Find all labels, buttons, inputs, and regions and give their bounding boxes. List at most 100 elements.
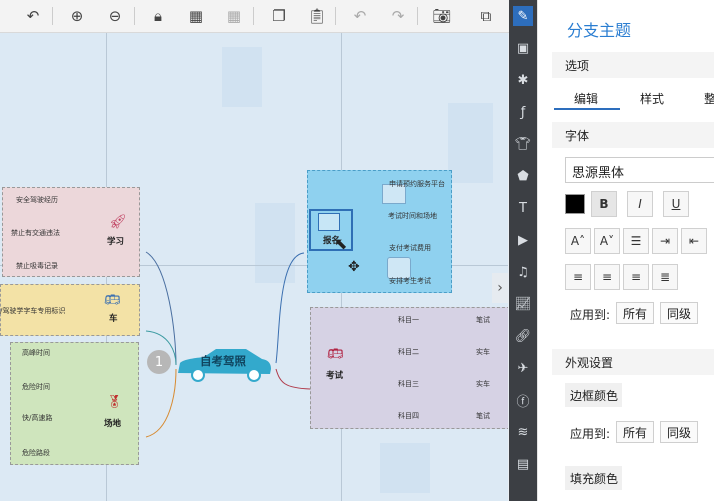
toolbar-divider [134, 7, 135, 25]
formula-icon[interactable]: ƒ [520, 104, 526, 120]
align-left-icon[interactable]: ≡ [565, 264, 591, 290]
leaf-text[interactable]: 申请预约服务平台 [389, 180, 445, 188]
branch-label[interactable]: 场地 [104, 419, 122, 429]
branch-exam[interactable] [310, 307, 508, 429]
property-panel: 分支主题 选项 编辑 样式 整 字体 思源黑体 B I U A˄ A˅ ☰ ⇥ … [537, 0, 714, 501]
rocket-icon: 🚀︎ [109, 214, 127, 230]
branch-label[interactable]: 报名 [323, 236, 341, 246]
tab-edit[interactable]: 编辑 [574, 92, 599, 106]
leaf-text[interactable]: 危险时间 [22, 383, 50, 391]
leaf-text[interactable]: 笔试 [476, 412, 490, 420]
apply-all-button[interactable]: 所有 [616, 421, 654, 443]
zoom-out-icon[interactable]: ⊖ [108, 7, 122, 25]
leaf-text[interactable]: 安排考生考试 [389, 277, 431, 285]
leaf-text[interactable]: 笔试 [476, 316, 490, 324]
chart-icon[interactable]: 📈︎ [514, 296, 532, 312]
italic-button[interactable]: I [627, 191, 653, 217]
apply-sibling-button[interactable]: 同级 [660, 421, 698, 443]
shapes-icon[interactable]: ✱ [517, 72, 529, 88]
toolbar-divider [253, 7, 254, 25]
branch-label[interactable]: 车 [109, 314, 118, 324]
guide-line-horizontal [0, 265, 508, 266]
toolbar-divider [417, 7, 418, 25]
font-size-increase-icon[interactable]: A˄ [565, 228, 591, 254]
outdent-icon[interactable]: ⇤ [681, 228, 707, 254]
branch-label[interactable]: 学习 [107, 237, 125, 247]
align-justify-icon[interactable]: ≣ [652, 264, 678, 290]
undo-curve-icon[interactable]: ↶ [26, 7, 40, 25]
apply-sibling-button[interactable]: 同级 [660, 302, 698, 324]
video-icon[interactable]: ▶ [518, 232, 528, 248]
leaf-text[interactable]: 科目四 [398, 412, 419, 420]
leaf-text[interactable]: 禁止吸毒记录 [16, 262, 58, 270]
apply-to-label: 应用到: [570, 308, 611, 322]
tab-style[interactable]: 样式 [640, 92, 665, 106]
central-topic[interactable]: 自考驾照 [200, 354, 246, 368]
mindmap-canvas[interactable]: 安全驾驶经历 禁止有交通违法 禁止吸毒记录 🚀︎ 学习 /驾驶学字车专用标识 🚌… [0, 33, 508, 501]
zoom-in-icon[interactable]: ⊕ [70, 7, 84, 25]
undo-icon[interactable]: ↶ [353, 7, 367, 25]
music-icon[interactable]: ♫ [517, 264, 529, 280]
branch-car[interactable] [0, 284, 140, 336]
image-icon[interactable]: ▣ [516, 40, 530, 56]
branch-study[interactable] [2, 187, 140, 277]
apply-all-button[interactable]: 所有 [616, 302, 654, 324]
airplane-icon[interactable]: ✈ [517, 360, 529, 376]
leaf-text[interactable]: /驾驶学字车专用标识 [0, 307, 66, 315]
font-family-select[interactable]: 思源黑体 [565, 157, 714, 183]
topic-image-icon [382, 184, 406, 204]
align-right-icon[interactable]: ≡ [623, 264, 649, 290]
branch-venue[interactable] [10, 342, 139, 465]
leaf-text[interactable]: 安全驾驶经历 [16, 196, 58, 204]
archive-icon[interactable]: ▤ [516, 456, 530, 472]
selected-topic-frame[interactable] [309, 209, 353, 251]
leaf-text[interactable]: 科目三 [398, 380, 419, 388]
fit-window-icon[interactable]: ⧉ [480, 7, 492, 25]
font-size-decrease-icon[interactable]: A˅ [594, 228, 620, 254]
leaf-text[interactable]: 考试时间和场地 [388, 212, 437, 220]
leaf-text[interactable]: 支付考试费用 [389, 244, 431, 252]
border-color-label[interactable]: 边框颜色 [570, 389, 619, 403]
top-toolbar: ↶ ⊕ ⊖ 🔒︎ ▦ ▦ ❐ 📋︎ ↶ ↷ 📷︎ ⧉ [0, 0, 510, 33]
underline-button[interactable]: U [663, 191, 689, 217]
grid-settings-icon[interactable]: ▦ [226, 7, 242, 25]
branch-register[interactable] [307, 170, 452, 293]
leaf-text[interactable]: 快/高速路 [22, 414, 53, 422]
sidebar-icon-strip: ✎ ▣ ✱ ƒ 👕︎ ⬟ T ▶ ♫ 📈︎ 🔗︎ ✈ ⓕ ≋ ▤ [509, 0, 537, 501]
flash-icon[interactable]: ⓕ [516, 394, 530, 410]
pentagon-icon[interactable]: ⬟ [517, 168, 529, 184]
lock-icon[interactable]: 🔒︎ [154, 7, 162, 25]
text-icon[interactable]: T [519, 200, 527, 216]
step-badge[interactable]: 1 [147, 350, 171, 374]
edit-icon[interactable]: ✎ [513, 6, 533, 26]
section-header-bg [552, 122, 714, 148]
paste-icon[interactable]: 📋︎ [307, 7, 327, 25]
leaf-text[interactable]: 实车 [476, 348, 490, 356]
tab-layout[interactable]: 整 [704, 92, 714, 106]
layers-icon[interactable]: ≋ [517, 424, 529, 440]
bold-button[interactable]: B [591, 191, 617, 217]
font-color-swatch[interactable] [565, 194, 585, 214]
shirt-icon[interactable]: 👕︎ [514, 136, 532, 152]
settings-slider-icon [387, 257, 411, 279]
leaf-text[interactable]: 禁止有交通违法 [11, 229, 60, 237]
camera-icon[interactable]: 📷︎ [432, 7, 452, 25]
indent-icon[interactable]: ⇥ [652, 228, 678, 254]
leaf-text[interactable]: 实车 [476, 380, 490, 388]
copy-icon[interactable]: ❐ [272, 7, 286, 25]
leaf-text[interactable]: 高峰时间 [22, 349, 50, 357]
cursor-pointer-icon: ⬉ [334, 234, 348, 253]
grid-icon[interactable]: ▦ [188, 7, 204, 25]
browser-window-icon [318, 213, 340, 231]
fill-color-label[interactable]: 填充颜色 [570, 472, 619, 486]
redo-icon[interactable]: ↷ [391, 7, 405, 25]
panel-toggle-icon[interactable]: › [492, 273, 508, 303]
leaf-text[interactable]: 科目一 [398, 316, 419, 324]
branch-label[interactable]: 考试 [326, 371, 344, 381]
line-spacing-icon[interactable]: ☰ [623, 228, 649, 254]
leaf-text[interactable]: 危险路段 [22, 449, 50, 457]
apply-to-label: 应用到: [570, 427, 611, 441]
leaf-text[interactable]: 科目二 [398, 348, 419, 356]
align-center-icon[interactable]: ≡ [594, 264, 620, 290]
link-icon[interactable]: 🔗︎ [514, 328, 532, 344]
